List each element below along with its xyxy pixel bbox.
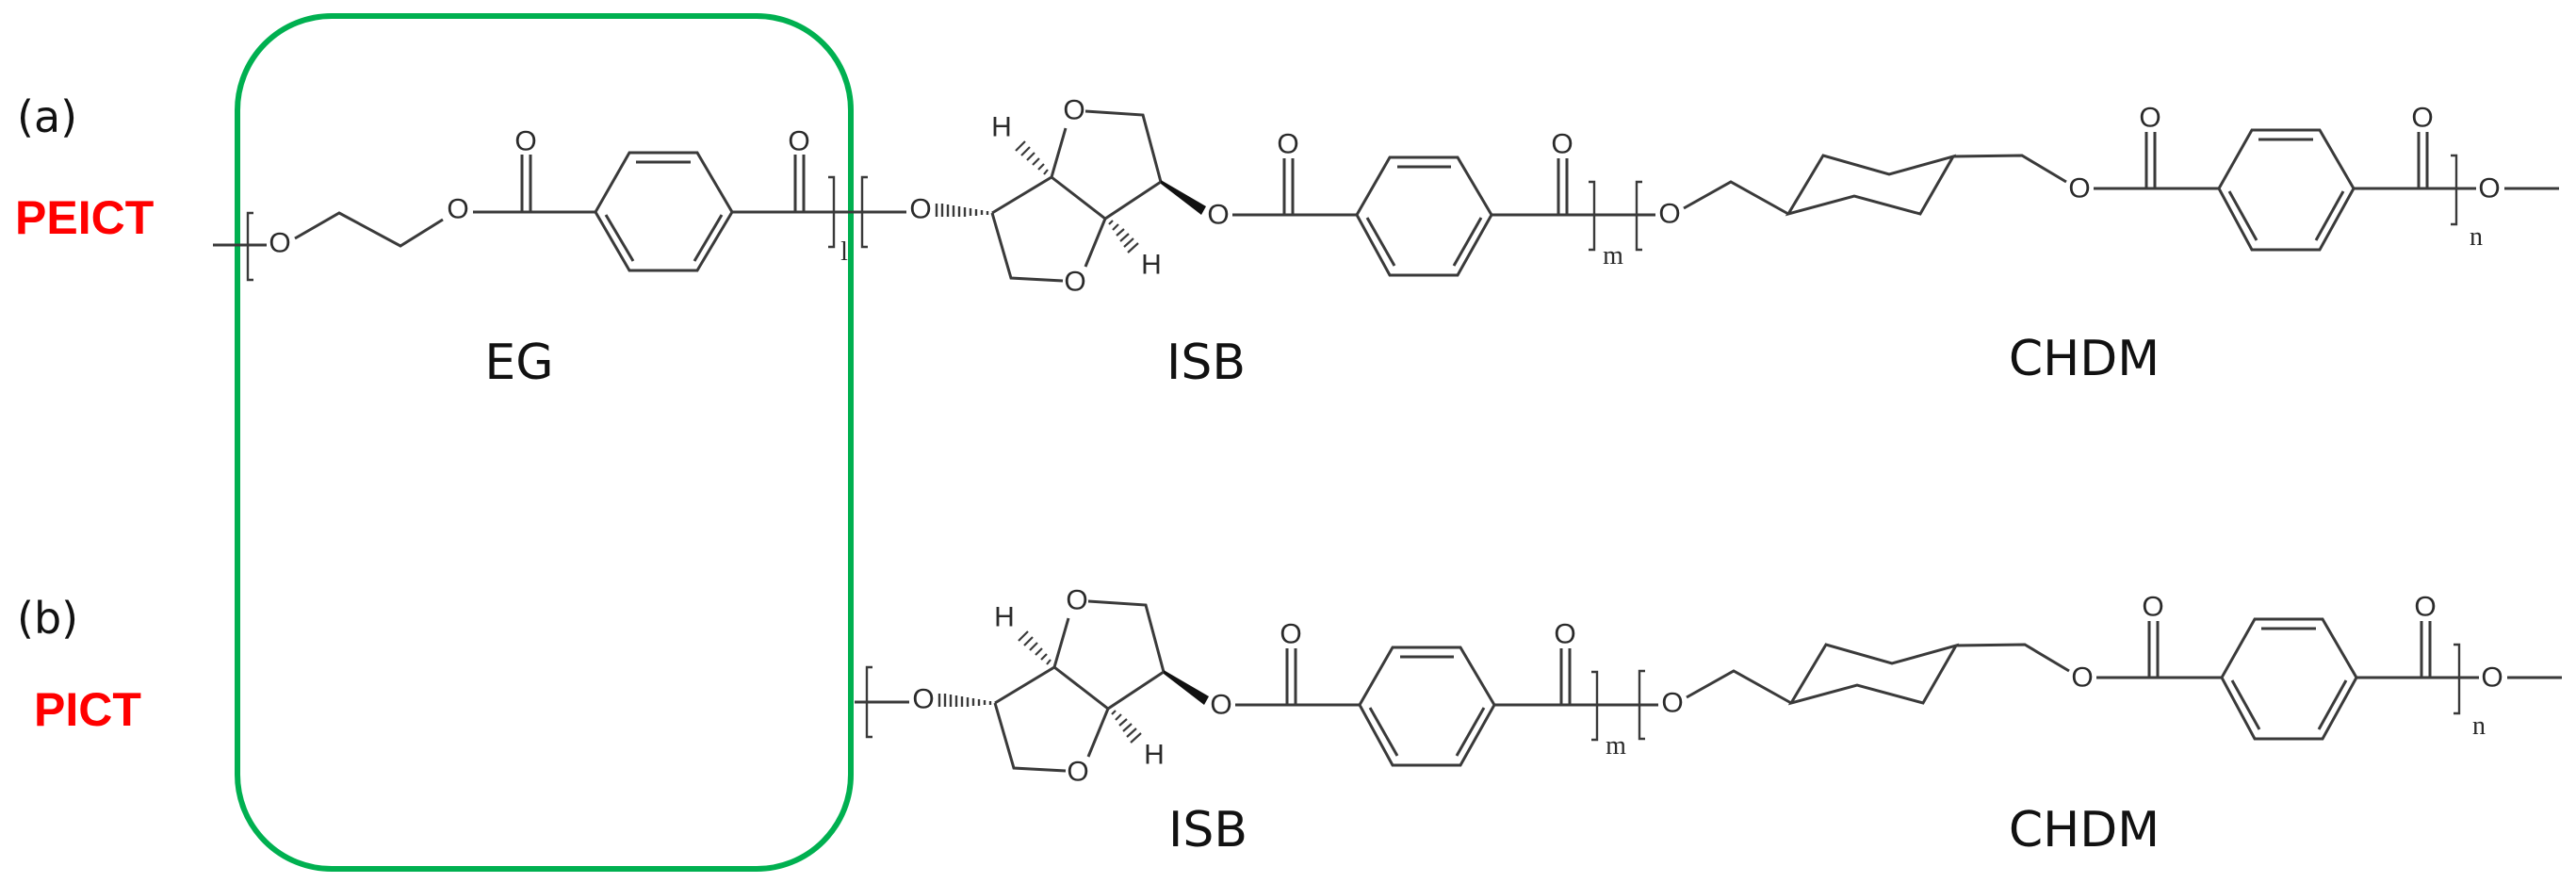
monomer-label-chdm-b: CHDM xyxy=(2009,802,2160,858)
atom-oxygen: O xyxy=(912,684,934,715)
atom-oxygen: O xyxy=(447,194,468,225)
subscript-m: m xyxy=(1606,731,1626,760)
atom-hydrogen: H xyxy=(1144,740,1165,771)
bracket-close-eg xyxy=(828,175,836,249)
monomer-label-isb-b: ISB xyxy=(1168,802,1247,858)
peict-structure: l O O O O xyxy=(213,95,2559,298)
atom-oxygen: O xyxy=(1554,619,1575,650)
subscript-n: n xyxy=(2472,711,2486,741)
monomer-label-isb-a: ISB xyxy=(1166,335,1246,391)
subscript-l: l xyxy=(840,237,848,267)
atom-oxygen: O xyxy=(2481,662,2503,694)
atom-oxygen: O xyxy=(269,228,290,259)
bracket-close-isb xyxy=(1589,180,1596,252)
panel-b-label: (b) xyxy=(17,593,78,644)
bracket-open-chdm xyxy=(1638,669,1645,741)
isb-unit-a: O O O H H O O O m xyxy=(860,95,1655,298)
atom-oxygen: O xyxy=(1063,95,1084,126)
isb-unit-b: O O O H H O O O m xyxy=(855,585,1658,788)
eg-highlight-box xyxy=(235,13,854,872)
atom-oxygen: O xyxy=(2411,103,2433,134)
atom-hydrogen: H xyxy=(991,112,1012,143)
chdm-unit-a: O O O O n O xyxy=(1635,103,2559,252)
atom-oxygen: O xyxy=(2414,592,2436,623)
atom-oxygen: O xyxy=(514,126,536,157)
bracket-open-eg xyxy=(246,211,253,282)
atom-oxygen: O xyxy=(2139,103,2160,134)
panel-a-label: (a) xyxy=(17,91,77,142)
subscript-n: n xyxy=(2470,222,2483,252)
atom-oxygen: O xyxy=(1661,688,1683,719)
atom-oxygen: O xyxy=(1207,200,1229,231)
atom-oxygen: O xyxy=(788,126,809,157)
atom-oxygen: O xyxy=(1277,129,1298,160)
atom-oxygen: O xyxy=(909,194,931,225)
atom-oxygen: O xyxy=(1658,199,1680,230)
polymer-name-peict: PEICT xyxy=(15,191,154,244)
subscript-m: m xyxy=(1603,241,1623,270)
bracket-close-chdm xyxy=(2454,643,2461,715)
atom-oxygen: O xyxy=(1064,267,1085,298)
atom-oxygen: O xyxy=(1067,757,1088,788)
atom-oxygen: O xyxy=(2142,592,2163,623)
polymer-name-pict: PICT xyxy=(34,683,141,736)
atom-oxygen: O xyxy=(1210,690,1231,721)
eg-unit: l O O O O xyxy=(213,126,890,282)
atom-hydrogen: H xyxy=(994,602,1015,633)
monomer-label-chdm-a: CHDM xyxy=(2009,331,2160,387)
atom-oxygen: O xyxy=(2478,173,2500,204)
atom-oxygen: O xyxy=(1280,619,1301,650)
bracket-close-chdm xyxy=(2451,154,2458,226)
atom-oxygen: O xyxy=(2071,662,2093,694)
chdm-unit-b: O O O O n O xyxy=(1638,592,2562,741)
atom-oxygen: O xyxy=(1551,129,1573,160)
monomer-label-eg: EG xyxy=(484,335,553,391)
atom-hydrogen: H xyxy=(1141,250,1162,281)
bracket-open-isb xyxy=(865,665,872,739)
bracket-open-chdm xyxy=(1635,180,1642,252)
bracket-open-isb xyxy=(860,175,868,249)
atom-oxygen: O xyxy=(1066,585,1087,616)
bracket-close-isb xyxy=(1591,670,1599,742)
atom-oxygen: O xyxy=(2068,173,2090,204)
pict-structure: O O O H H O O O m O xyxy=(855,585,2562,788)
